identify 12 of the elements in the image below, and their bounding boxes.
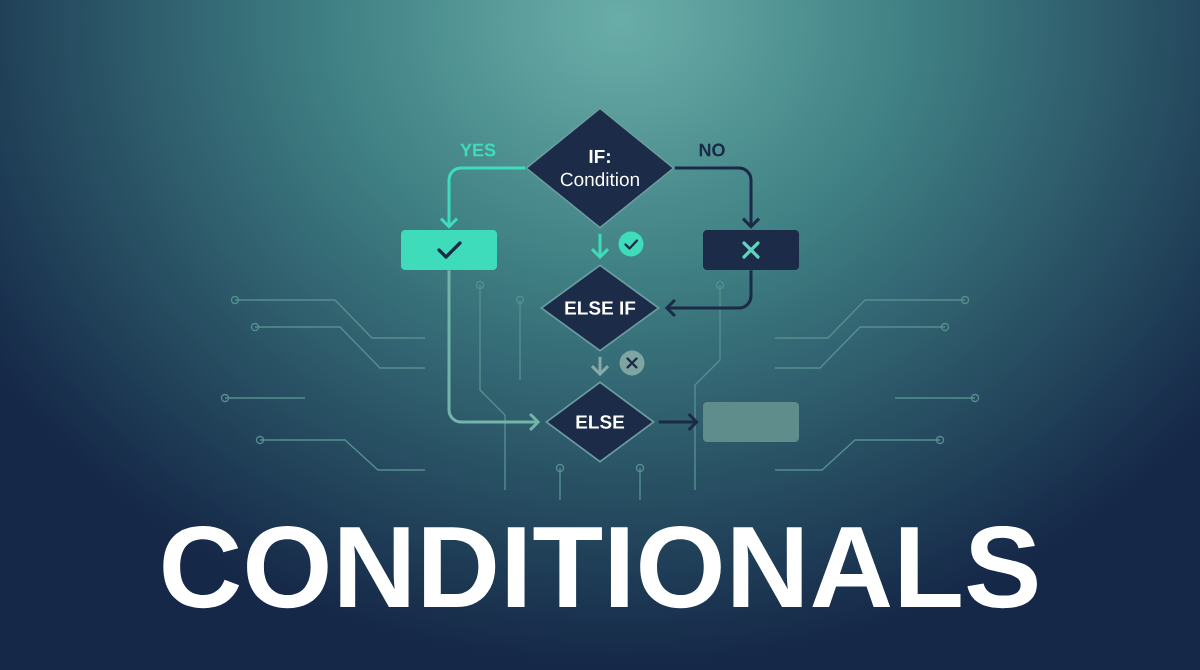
arrow xyxy=(664,270,753,318)
arrow xyxy=(447,270,541,432)
edge-label: NO xyxy=(699,143,725,157)
arrow xyxy=(674,166,761,229)
process-box xyxy=(401,230,497,270)
arrow xyxy=(590,233,610,260)
arrow xyxy=(439,166,526,229)
title: CONDITIONALS xyxy=(163,526,1037,609)
edge-label: YES xyxy=(460,143,496,157)
process-box xyxy=(703,230,799,270)
arrow xyxy=(658,412,699,432)
empty-box xyxy=(703,402,799,442)
